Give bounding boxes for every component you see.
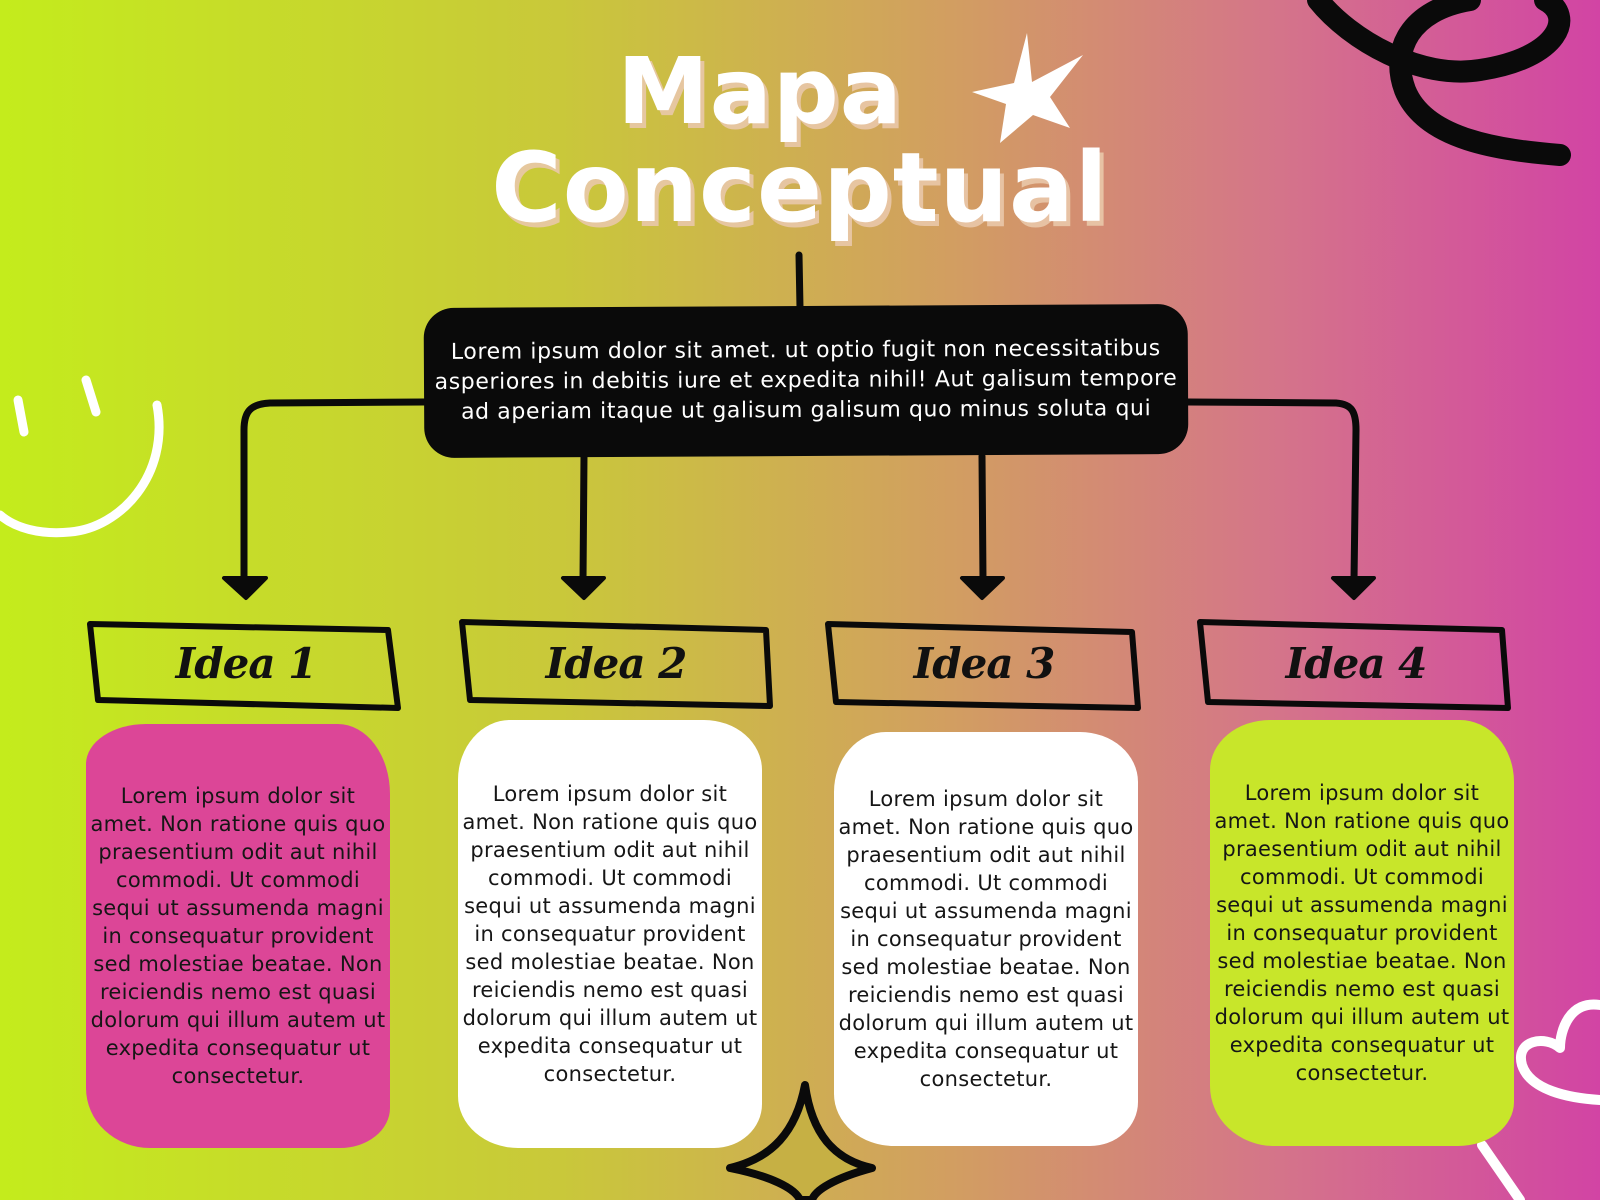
idea-1-card: Lorem ipsum dolor sit amet. Non ratione … [86, 724, 390, 1148]
idea-1-text: Lorem ipsum dolor sit amet. Non ratione … [90, 784, 386, 1088]
arrowhead-4 [1331, 576, 1376, 600]
idea-4-label: Idea 4 [1285, 638, 1428, 688]
central-text: Lorem ipsum dolor sit amet. ut optio fug… [434, 336, 1178, 425]
idea-3-text: Lorem ipsum dolor sit amet. Non ratione … [838, 787, 1134, 1091]
title-line-2: Conceptual [491, 132, 1109, 244]
central-node: Lorem ipsum dolor sit amet. ut optio fug… [423, 304, 1189, 458]
arrowheads [222, 576, 1376, 600]
arrowhead-3 [960, 576, 1005, 600]
idea-3-card: Lorem ipsum dolor sit amet. Non ratione … [834, 732, 1138, 1146]
arrowhead-2 [561, 576, 606, 600]
idea-3-label: Idea 3 [913, 638, 1056, 688]
idea-4-text: Lorem ipsum dolor sit amet. Non ratione … [1214, 781, 1510, 1085]
idea-1-label: Idea 1 [175, 638, 318, 688]
idea-2-text: Lorem ipsum dolor sit amet. Non ratione … [462, 782, 758, 1086]
idea-2-card: Lorem ipsum dolor sit amet. Non ratione … [458, 720, 762, 1148]
idea-4-card: Lorem ipsum dolor sit amet. Non ratione … [1210, 720, 1514, 1146]
arrowhead-1 [222, 576, 268, 600]
title-line-1: Mapa [617, 38, 903, 145]
smiley-icon [0, 375, 164, 538]
idea-2-label: Idea 2 [545, 638, 688, 688]
